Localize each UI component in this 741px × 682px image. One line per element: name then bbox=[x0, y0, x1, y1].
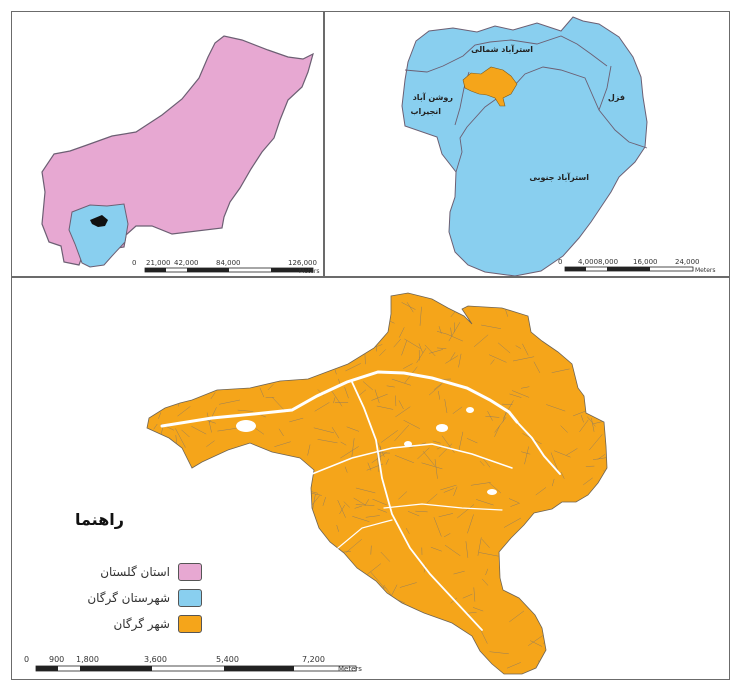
legend-swatch bbox=[178, 615, 202, 633]
city-scale-tick: 0 bbox=[24, 655, 29, 664]
city-map: 0 900 1,800 3,600 5,400 7,200 Meters bbox=[24, 292, 608, 675]
province-scale-tick: 42,000 bbox=[174, 259, 199, 267]
county-district-labels: استرآباد شمالی انجیراب روشن آباد فزل است… bbox=[410, 44, 625, 182]
county-scale-tick: 24,000 bbox=[675, 258, 700, 266]
county-scale-tick: 8,000 bbox=[598, 258, 618, 266]
city-scale-tick: 3,600 bbox=[144, 655, 167, 664]
district-label: روشن آباد bbox=[413, 92, 454, 102]
legend-swatch bbox=[178, 563, 202, 581]
province-map: 0 21,000 42,000 84,000 126,000 Meters bbox=[41, 35, 320, 275]
district-label: استرآباد جنوبی bbox=[529, 172, 589, 182]
legend-title: راهنما bbox=[74, 510, 124, 529]
gorgan-city-shape bbox=[462, 66, 518, 107]
county-district-borders bbox=[404, 35, 648, 173]
gorgan-county-shape bbox=[68, 203, 129, 268]
province-scale-tick: 0 bbox=[132, 259, 136, 267]
city-scale-unit: Meters bbox=[338, 665, 362, 673]
city-scale-tick: 5,400 bbox=[216, 655, 239, 664]
legend-item-county: شهرستان گرگان bbox=[87, 588, 202, 608]
gorgan-city-shape bbox=[146, 292, 608, 675]
main-roads bbox=[160, 370, 561, 631]
district-label: فزل bbox=[608, 93, 625, 102]
legend-label: استان گلستان bbox=[100, 565, 170, 579]
city-scale-tick: 7,200 bbox=[302, 655, 325, 664]
county-scale-tick: 0 bbox=[558, 258, 562, 266]
province-scale-bar: 0 21,000 42,000 84,000 126,000 Meters bbox=[132, 259, 320, 275]
legend-item-city: شهر گرگان bbox=[113, 614, 202, 634]
county-scale-bar: 0 4,000 8,000 16,000 24,000 Meters bbox=[558, 258, 716, 274]
legend-label: شهرستان گرگان bbox=[87, 591, 170, 605]
gorgan-county-shape bbox=[401, 16, 648, 276]
county-map-panel: استرآباد شمالی انجیراب روشن آباد فزل است… bbox=[324, 11, 730, 277]
county-scale-unit: Meters bbox=[695, 267, 716, 274]
legend-label: شهر گرگان bbox=[113, 617, 170, 631]
gorgan-city-marker bbox=[90, 215, 108, 227]
city-open-spaces bbox=[236, 407, 497, 495]
city-map-panel: 0 900 1,800 3,600 5,400 7,200 Meters راه… bbox=[11, 277, 730, 680]
province-map-panel: 0 21,000 42,000 84,000 126,000 Meters bbox=[11, 11, 324, 277]
city-scale-tick: 900 bbox=[49, 655, 64, 664]
district-label: استرآباد شمالی bbox=[471, 44, 533, 54]
city-scale-tick: 1,800 bbox=[76, 655, 99, 664]
county-scale-tick: 16,000 bbox=[633, 258, 658, 266]
province-scale-unit: Meters bbox=[299, 268, 320, 275]
county-scale-tick: 4,000 bbox=[578, 258, 598, 266]
city-scale-bar: 0 900 1,800 3,600 5,400 7,200 Meters bbox=[24, 655, 362, 673]
district-label: انجیراب bbox=[410, 107, 441, 116]
province-scale-tick: 126,000 bbox=[288, 259, 317, 267]
province-scale-tick: 21,000 bbox=[146, 259, 171, 267]
legend-swatch bbox=[178, 589, 202, 607]
county-map: استرآباد شمالی انجیراب روشن آباد فزل است… bbox=[401, 16, 716, 276]
legend-item-province: استان گلستان bbox=[100, 562, 202, 582]
province-scale-tick: 84,000 bbox=[216, 259, 241, 267]
